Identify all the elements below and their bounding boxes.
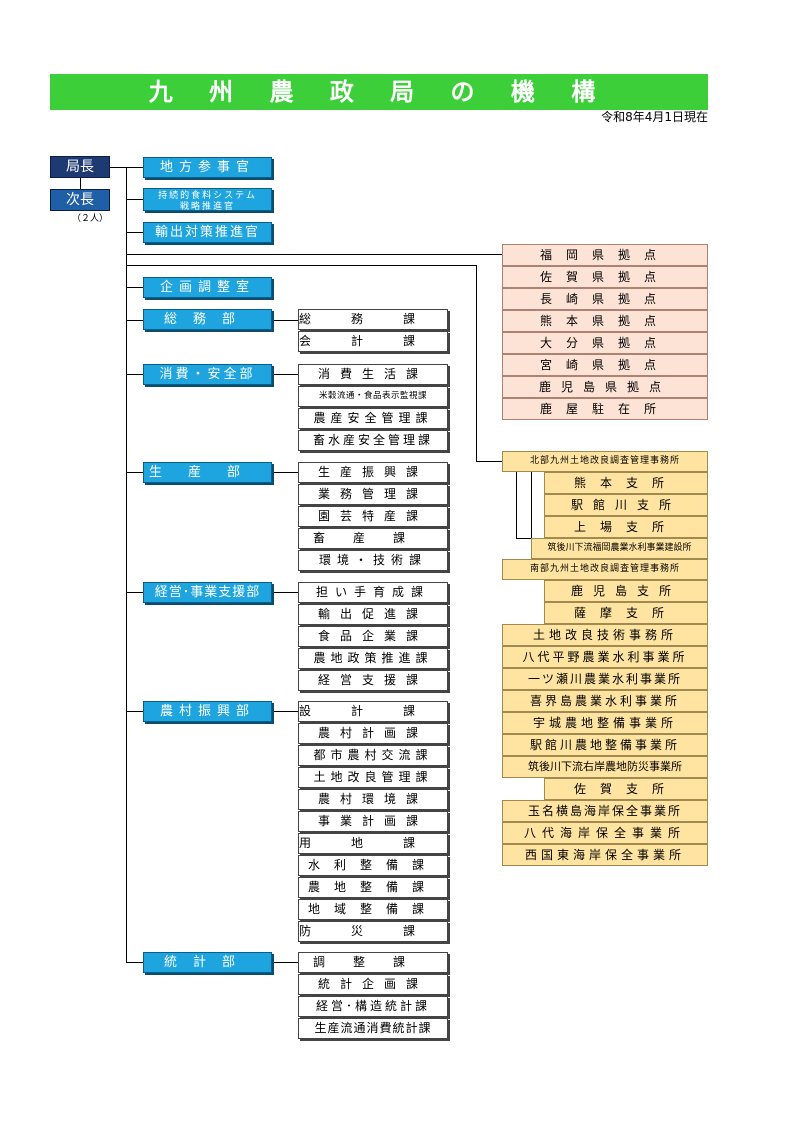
department-box: 統計部 (143, 952, 272, 973)
food-system-officer-box: 持続的食料システム 戦略推進官 (143, 188, 272, 211)
department-box: 農村振興部 (143, 701, 272, 722)
regional-counselor-box: 地方参事官 (143, 157, 272, 178)
prefecture-office-box: 熊本県拠点 (502, 310, 708, 332)
north-sub-office-box: 筑後川下流福岡農業水利事業建設所 (531, 538, 708, 559)
section-box: 防災課 (298, 921, 448, 942)
prefecture-office-box: 鹿屋駐在所 (502, 398, 708, 420)
export-officer-box: 輸出対策推進官 (143, 222, 272, 243)
saga-branch-box: 佐賀支所 (544, 778, 708, 800)
section-box: 総務課 (298, 309, 448, 330)
department-box: 総務部 (143, 309, 272, 330)
section-box: 農産安全管理課 (298, 408, 448, 429)
section-box: 事業計画課 (298, 811, 448, 832)
section-box: 米穀流通・食品表示監視課 (298, 386, 448, 407)
section-box: 経営･構造統計課 (298, 996, 448, 1017)
section-box: 園芸特産課 (298, 506, 448, 527)
as-of-date: 令和8年4月1日現在 (601, 110, 708, 124)
project-office-box: 駅館川農地整備事業所 (502, 734, 708, 756)
section-box: 畜水産安全管理課 (298, 430, 448, 451)
section-box: 食品企業課 (298, 626, 448, 647)
prefecture-office-box: 長崎県拠点 (502, 288, 708, 310)
north-branch-box: 駅館川支所 (544, 494, 708, 516)
prefecture-office-box: 佐賀県拠点 (502, 266, 708, 288)
prefecture-office-box: 大分県拠点 (502, 332, 708, 354)
section-box: 消費生活課 (298, 364, 448, 385)
section-box: 生産流通消費統計課 (298, 1018, 448, 1039)
department-box: 生産部 (143, 462, 272, 483)
director-box: 局長 (50, 156, 110, 178)
section-box: 農村計画課 (298, 723, 448, 744)
section-box: 調整課 (298, 952, 448, 973)
north-branch-box: 上場支所 (544, 516, 708, 538)
project-office-box: 西国東海岸保全事業所 (502, 844, 708, 866)
section-box: 業務管理課 (298, 484, 448, 505)
section-box: 畜産課 (298, 528, 448, 549)
project-office-box: 宇城農地整備事業所 (502, 712, 708, 734)
section-box: 環境・技術課 (298, 550, 448, 571)
section-box: 設計課 (298, 701, 448, 722)
food-system-officer-line2: 戦略推進官 (179, 202, 235, 211)
north-office-box: 北部九州土地改良調査管理事務所 (502, 451, 708, 472)
project-office-box: 一ツ瀬川農業水利事業所 (502, 668, 708, 690)
section-box: 経営支援課 (298, 670, 448, 691)
deputy-box: 次長 (50, 189, 110, 211)
prefecture-office-box: 福岡県拠点 (502, 244, 708, 266)
project-office-box: 土地改良技術事務所 (502, 624, 708, 646)
page-title: 九 州 農 政 局 の 機 構 (50, 74, 708, 110)
section-box: 用地課 (298, 833, 448, 854)
section-box: 土地改良管理課 (298, 767, 448, 788)
north-branch-box: 熊本支所 (544, 472, 708, 494)
section-box: 輸出促進課 (298, 604, 448, 625)
food-system-officer-line1: 持続的食料システム (158, 191, 257, 201)
section-box: 都市農村交流課 (298, 745, 448, 766)
deputy-count-note: （２人） (71, 214, 108, 224)
section-box: 地域整備課 (298, 899, 448, 920)
section-box: 会計課 (298, 331, 448, 352)
south-branch-box: 鹿児島支所 (544, 580, 708, 602)
project-office-box: 八代海岸保全事業所 (502, 822, 708, 844)
south-branch-box: 薩摩支所 (544, 602, 708, 624)
section-box: 農地政策推進課 (298, 648, 448, 669)
section-box: 統計企画課 (298, 974, 448, 995)
prefecture-office-box: 宮崎県拠点 (502, 354, 708, 376)
section-box: 生産振興課 (298, 462, 448, 483)
department-box: 企画調整室 (143, 277, 272, 298)
prefecture-office-box: 鹿児島県拠点 (502, 376, 708, 398)
section-box: 水利整備課 (298, 855, 448, 876)
project-office-box: 八代平野農業水利事業所 (502, 646, 708, 668)
section-box: 農村環境課 (298, 789, 448, 810)
section-box: 農地整備課 (298, 877, 448, 898)
south-office-box: 南部九州土地改良調査管理事務所 (502, 559, 708, 580)
project-office-box: 喜界島農業水利事業所 (502, 690, 708, 712)
project-office-box: 玉名横島海岸保全事業所 (502, 800, 708, 822)
department-box: 消費・安全部 (143, 364, 272, 385)
department-box: 経営･事業支援部 (143, 582, 272, 603)
section-box: 担い手育成課 (298, 582, 448, 603)
project-office-box: 筑後川下流右岸農地防災事業所 (502, 756, 708, 778)
